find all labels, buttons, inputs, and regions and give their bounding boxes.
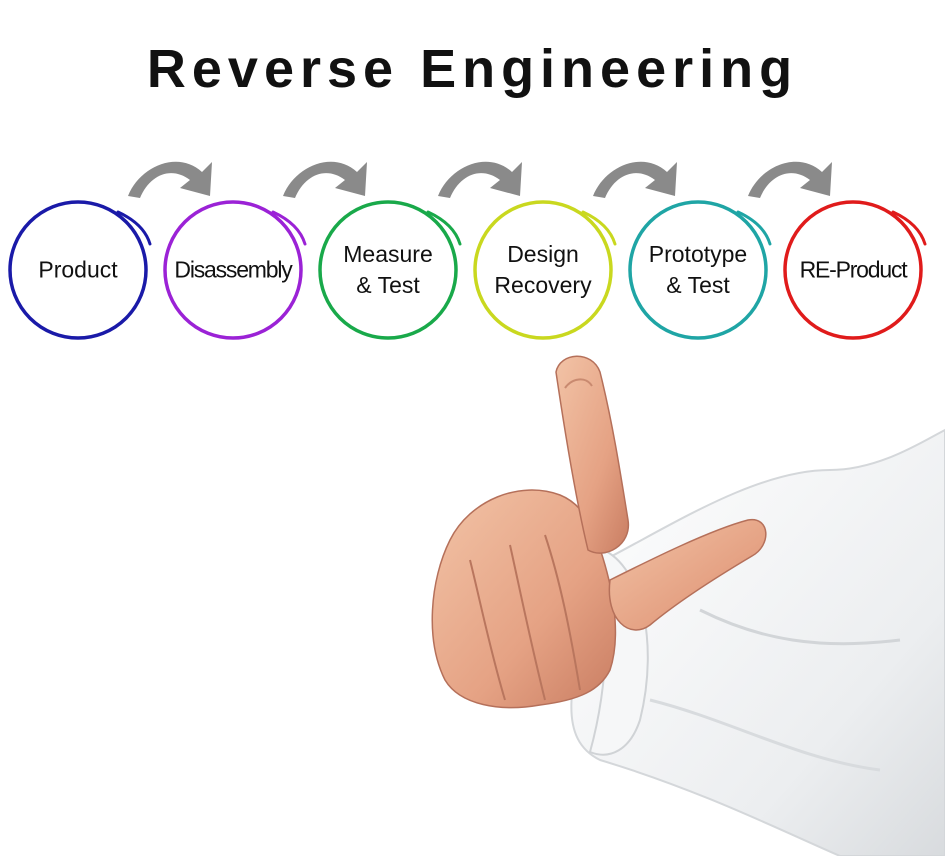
step-circle — [628, 200, 768, 340]
circle-swash — [271, 210, 307, 246]
step-circle — [8, 200, 148, 340]
step-label-line: Recovery — [494, 272, 592, 298]
step-label-line: Disassembly — [174, 256, 292, 283]
step-label: Product — [3, 255, 153, 286]
step-label-line: & Test — [666, 272, 730, 298]
step-label-line: Design — [507, 241, 579, 267]
curved-arrow-icon — [593, 161, 677, 198]
process-flow — [8, 161, 927, 340]
circle-swash — [426, 210, 462, 246]
index-finger — [555, 355, 629, 554]
step-circle — [163, 200, 303, 340]
step-label: Measure & Test — [313, 239, 463, 301]
curved-arrow-icon — [438, 161, 522, 198]
step-circle — [473, 200, 613, 340]
circle-swash — [736, 210, 772, 246]
step-label-line: Product — [38, 256, 118, 283]
step-circles — [8, 200, 927, 340]
step-circle — [783, 200, 923, 340]
circle-swash — [581, 210, 617, 246]
step-label: Disassembly — [158, 255, 308, 286]
curved-arrow-icon — [748, 161, 832, 198]
step-label: Prototype & Test — [623, 239, 773, 301]
step-label: RE-Product — [778, 255, 928, 286]
step-label-line: Measure — [343, 241, 433, 267]
circle-swash — [891, 210, 927, 246]
hand — [431, 489, 617, 709]
curved-arrow-icon — [128, 161, 212, 198]
flow-arrows — [128, 161, 832, 198]
step-label-line: & Test — [356, 272, 420, 298]
step-label-line: RE-Product — [799, 256, 908, 283]
thumb — [608, 519, 767, 631]
curved-arrow-icon — [283, 161, 367, 198]
step-label-line: Prototype — [648, 241, 748, 267]
diagram-title: Reverse Engineering — [146, 39, 799, 99]
step-circle — [318, 200, 458, 340]
shirt-sleeve — [570, 428, 945, 856]
circle-swash — [116, 210, 152, 246]
